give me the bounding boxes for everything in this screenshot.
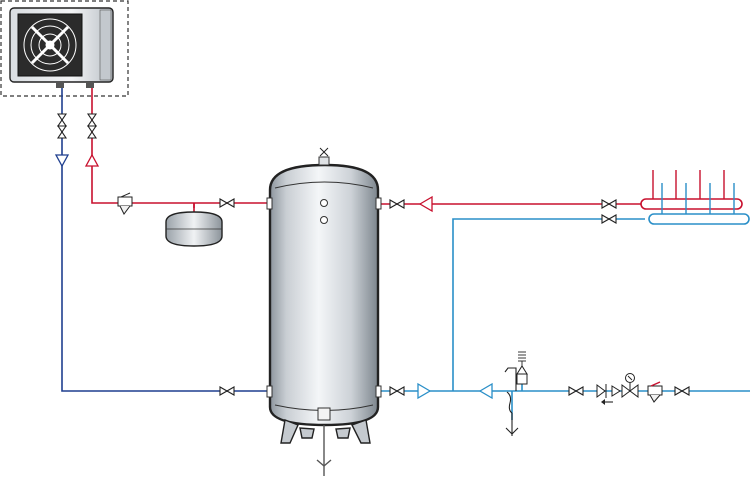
flow-arrows bbox=[54, 153, 493, 400]
pipe-heatpump-return bbox=[61, 88, 270, 392]
buffer-tank bbox=[266, 147, 382, 476]
tank-nozzle-left-top bbox=[266, 197, 273, 210]
heat-pump-outdoor-unit bbox=[0, 0, 129, 97]
unit-boundary bbox=[0, 0, 129, 97]
ball-valve-icon bbox=[86, 113, 98, 127]
tank-nozzle-right-bottom bbox=[375, 385, 382, 398]
supply-flow-arrow-icon bbox=[84, 153, 100, 167]
pressure-reducer bbox=[621, 373, 639, 398]
ball-valve-icon bbox=[389, 199, 405, 209]
manifold-supply-bar bbox=[640, 198, 743, 210]
distribution-manifold bbox=[640, 170, 750, 225]
check-valve bbox=[596, 384, 621, 405]
tank-air-vent bbox=[318, 156, 330, 166]
unit-connection-supply bbox=[86, 82, 94, 88]
strainer-heatpump bbox=[117, 192, 133, 215]
ball-valve-icon bbox=[56, 125, 68, 139]
heating-supply-arrow-icon bbox=[418, 195, 433, 213]
safety-valve bbox=[504, 351, 528, 436]
ball-valve-icon bbox=[219, 198, 235, 208]
air-vent-icon bbox=[319, 147, 329, 157]
manifold-supply-circuits bbox=[652, 170, 725, 199]
cold-return-arrow-icon bbox=[478, 382, 493, 400]
manifold-return-bar bbox=[648, 213, 750, 225]
pipe-cold-circuit bbox=[378, 218, 750, 420]
ball-valve-icon bbox=[601, 199, 617, 209]
flow-direction-icon bbox=[601, 399, 605, 405]
drain-funnel-icon bbox=[505, 427, 519, 435]
unit-connection-return bbox=[56, 82, 64, 88]
tank-nozzle-right-top bbox=[375, 197, 382, 210]
expansion-vessel bbox=[165, 203, 223, 247]
ball-valve-icon bbox=[86, 125, 98, 139]
cold-feed-arrow-icon bbox=[417, 382, 432, 400]
unit-side-panel bbox=[99, 9, 112, 81]
strainer-cold bbox=[647, 381, 663, 403]
tank-inspection-hatch bbox=[317, 407, 331, 421]
manifold-return-circuits bbox=[661, 183, 735, 214]
ball-valve-icon bbox=[568, 386, 584, 396]
valves bbox=[56, 113, 690, 396]
ball-valve-icon bbox=[56, 113, 68, 127]
spring-icon bbox=[518, 351, 526, 366]
tank-port-lower bbox=[320, 216, 328, 224]
ball-valve-icon bbox=[601, 214, 617, 224]
ball-valve-icon bbox=[389, 386, 405, 396]
pipe-heatpump-supply bbox=[91, 88, 270, 208]
fan-icon bbox=[23, 18, 77, 72]
tank-port-upper bbox=[320, 199, 328, 207]
return-flow-arrow-icon bbox=[54, 154, 70, 168]
ball-valve-icon bbox=[674, 386, 690, 396]
ball-valve-icon bbox=[219, 386, 235, 396]
tank-legs bbox=[280, 419, 371, 444]
tank-top-seam bbox=[274, 181, 374, 189]
tank-nozzle-left-bottom bbox=[266, 385, 273, 398]
